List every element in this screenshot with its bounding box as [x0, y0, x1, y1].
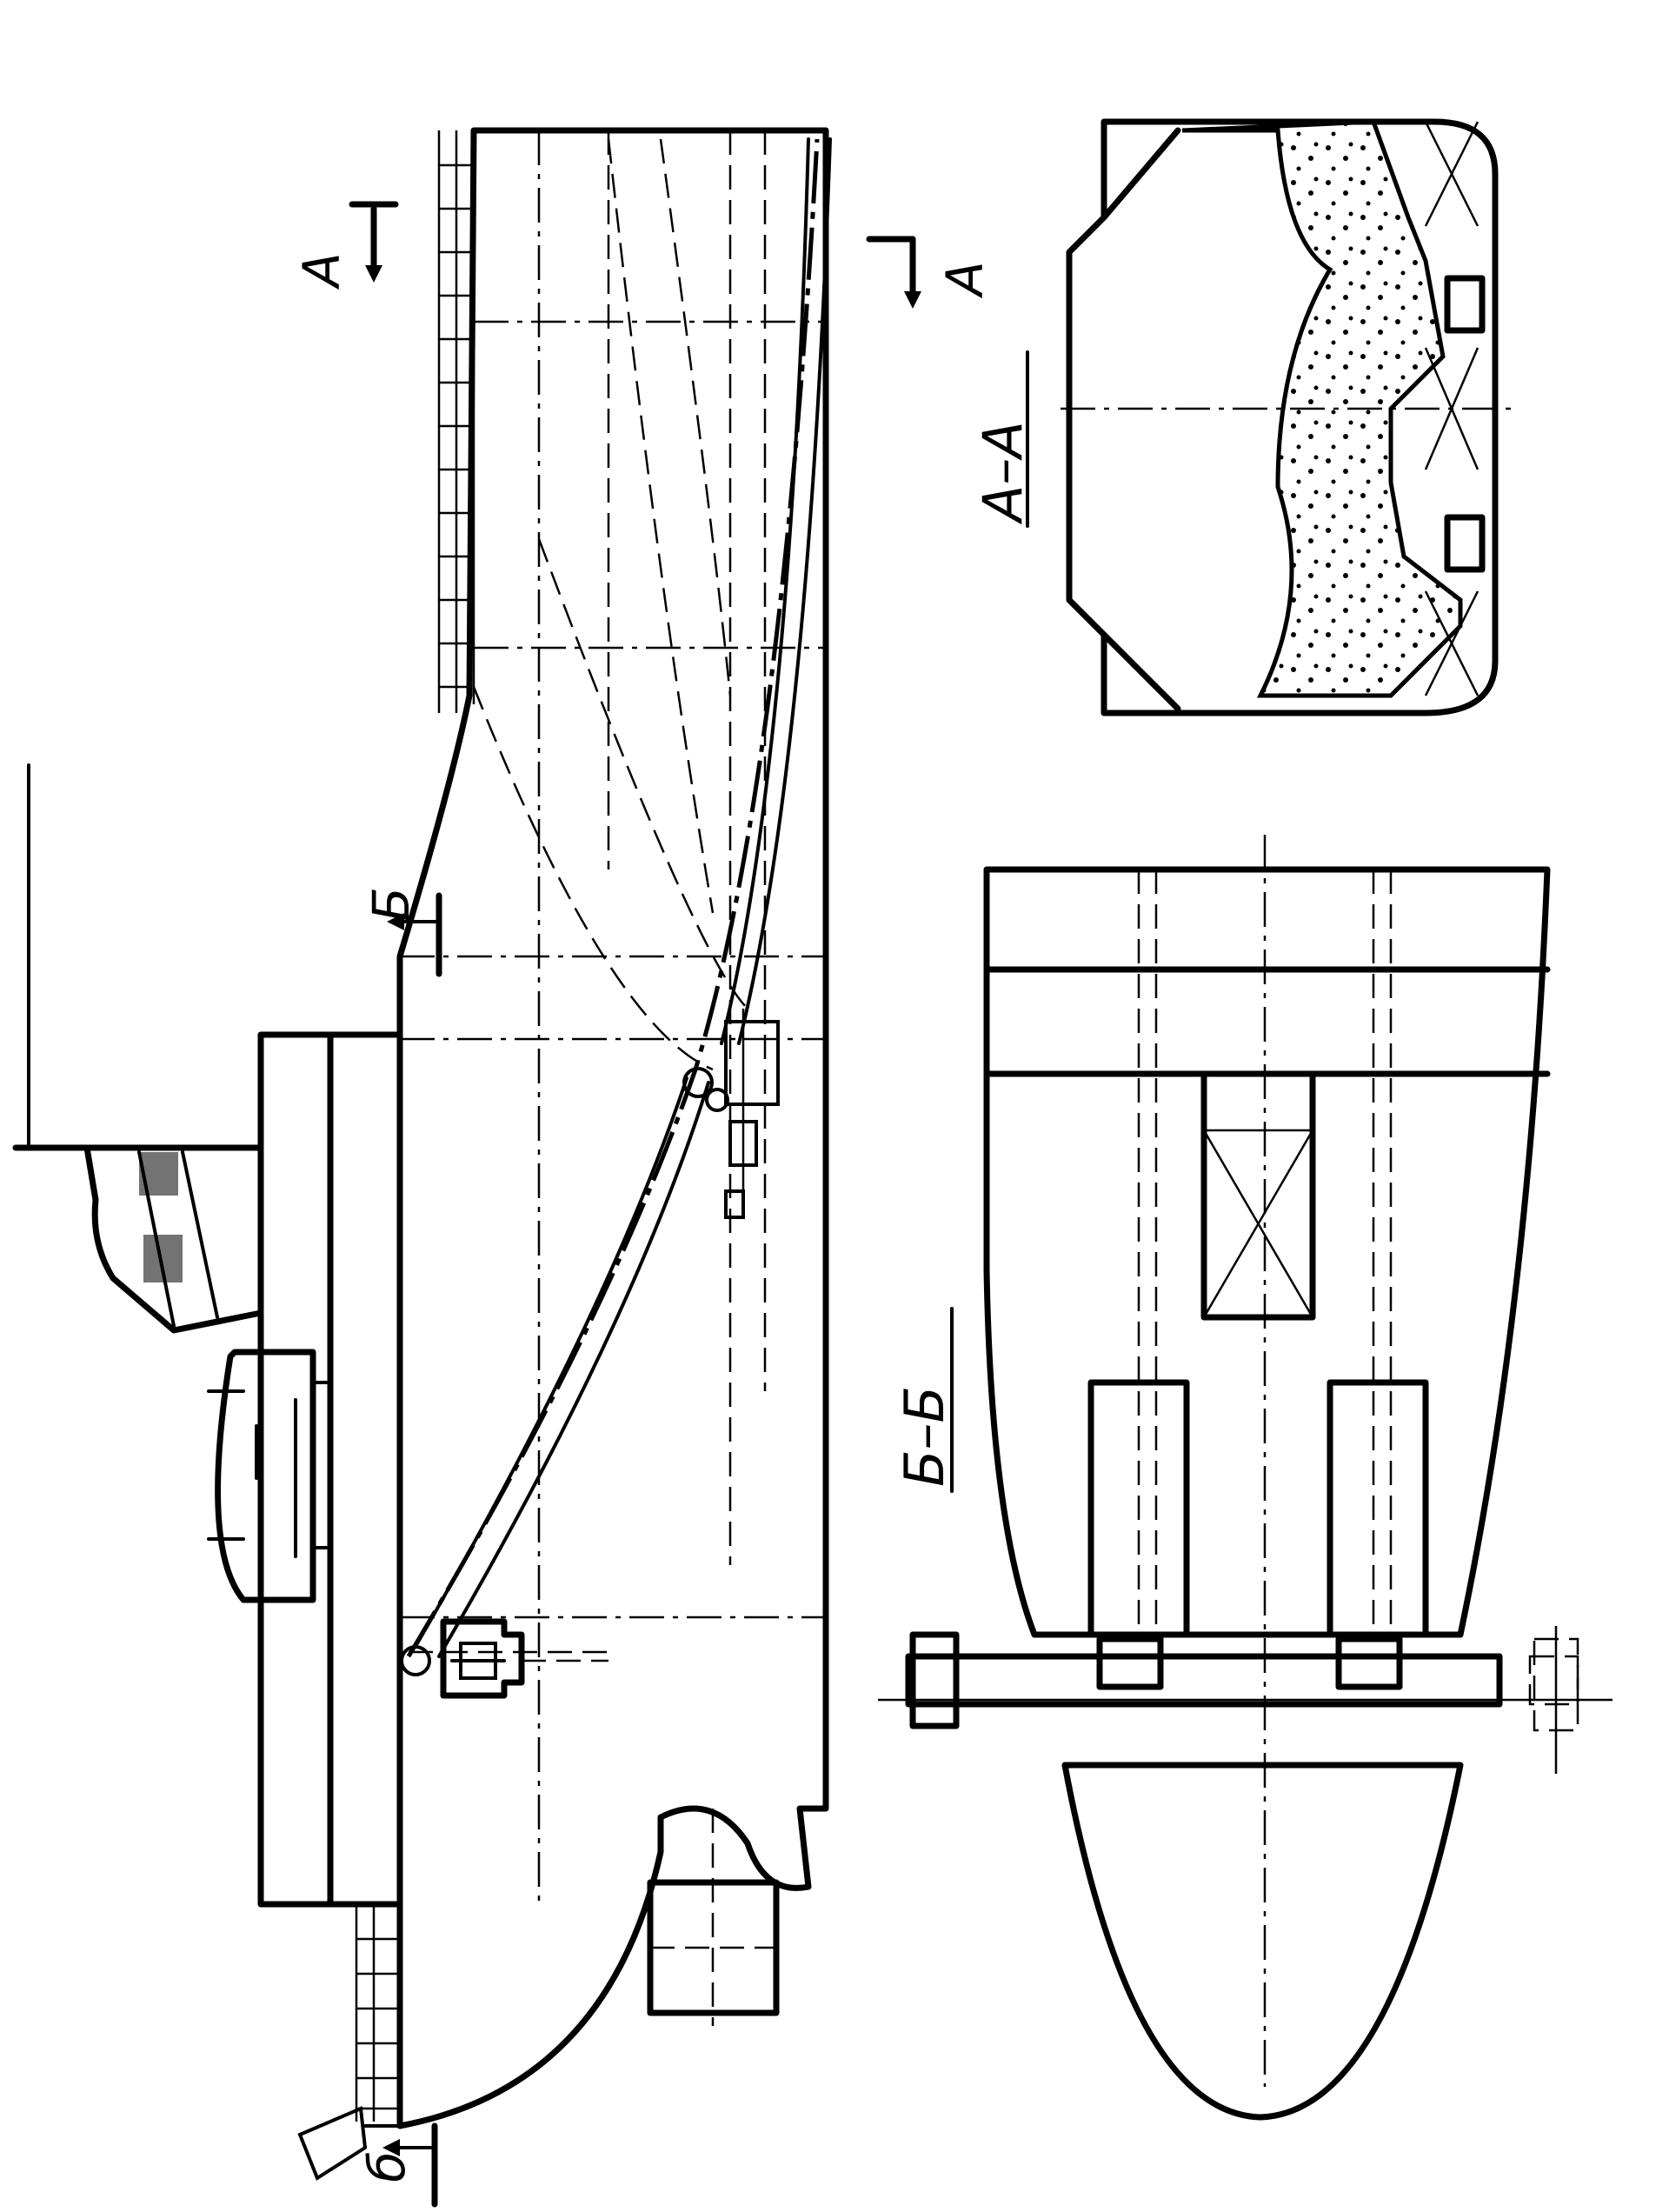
funnel	[83, 1144, 264, 1334]
label-section-a-bottom: А	[935, 261, 994, 299]
flag	[297, 2106, 368, 2181]
hull-outline	[396, 127, 829, 2129]
pulley-upper	[682, 1067, 714, 1098]
railing-ticks	[439, 163, 474, 689]
lifeboat	[215, 1349, 316, 1603]
title-a-a: А–А	[971, 421, 1034, 525]
hydraulic-unit	[724, 1020, 780, 1106]
side-view: А А Б б	[12, 127, 994, 2208]
section-a-a-outline	[1066, 118, 1499, 716]
winch	[440, 1618, 525, 1699]
bow-section	[1061, 1762, 1464, 2121]
hatch	[1200, 1070, 1316, 1321]
section-b-b-outline	[983, 866, 1551, 1638]
pulley-lower	[400, 1645, 431, 1676]
label-section-a-top: А	[292, 252, 351, 290]
section-b-b: Б–Б	[878, 835, 1612, 2121]
transverse-shaft	[905, 1653, 1503, 1708]
label-section-b-bottom: б	[357, 2151, 416, 2182]
section-a-a: А–А	[971, 118, 1517, 716]
title-b-b: Б–Б	[893, 1386, 956, 1487]
label-section-b-top: Б	[362, 887, 421, 922]
